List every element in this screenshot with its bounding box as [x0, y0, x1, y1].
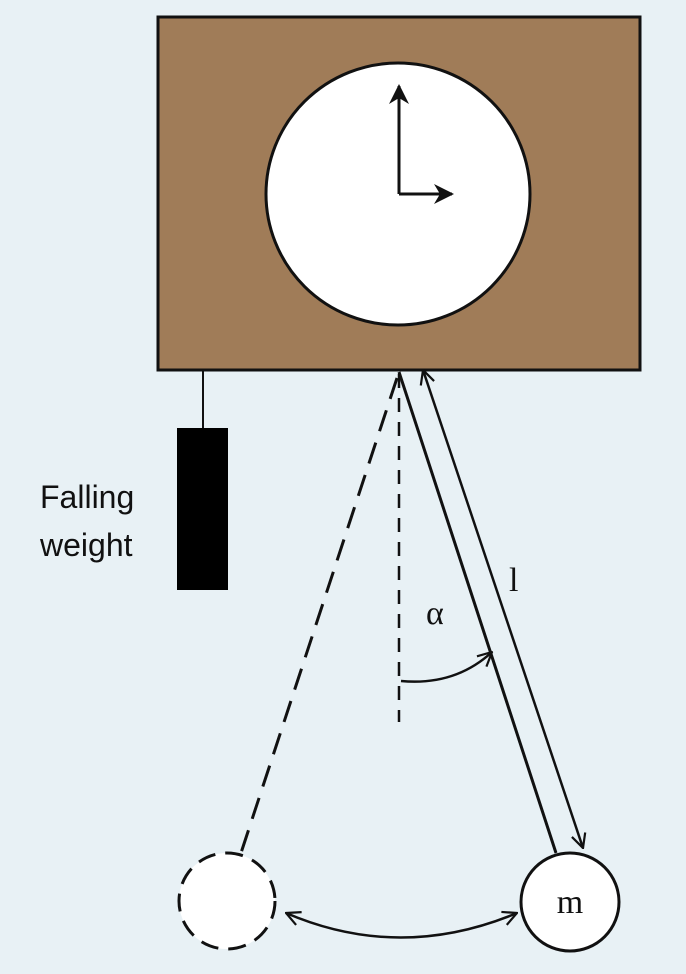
left-pendulum-rod — [238, 377, 399, 857]
angle-arc — [400, 652, 492, 683]
falling-weight-label-line1: Falling — [40, 479, 134, 515]
length-arrow — [423, 370, 583, 848]
falling-weight-label: Falling weight — [39, 479, 143, 563]
length-symbol: l — [509, 562, 518, 599]
angle-symbol: α — [426, 595, 444, 632]
pendulum-bob — [519, 851, 621, 953]
mass-symbol: m — [557, 884, 583, 921]
pendulum-rod — [397, 371, 558, 854]
left-pendulum-bob — [177, 851, 277, 951]
swing-arrow — [286, 913, 517, 939]
falling-weight-label-line2: weight — [39, 527, 133, 563]
falling-weight — [177, 428, 228, 590]
